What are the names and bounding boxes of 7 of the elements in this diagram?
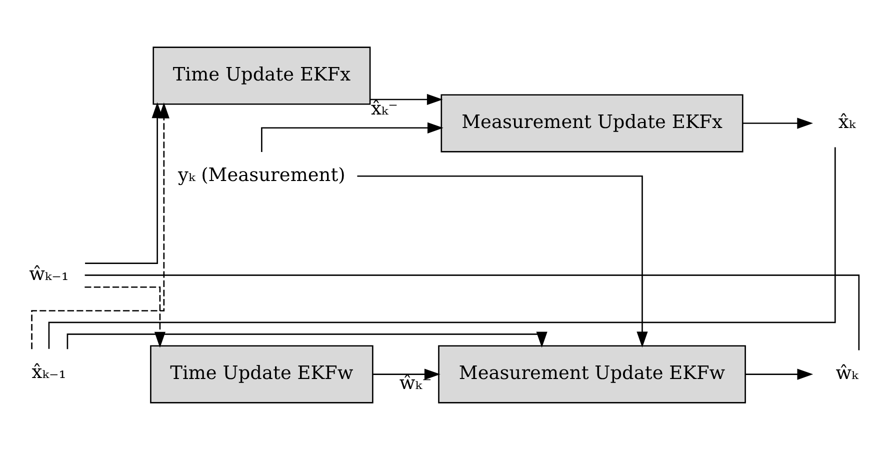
node-text: x̂ₖ (838, 112, 856, 134)
edge-label: x̂ₖ⁻ (370, 98, 398, 120)
node-text: x̂ₖ₋₁ (32, 362, 66, 383)
node-text: yₖ (Measurement) (178, 165, 346, 186)
edge-label: ŵₖ⁻ (399, 373, 432, 394)
node-text: ŵₖ₋₁ (29, 264, 69, 286)
node-text: ŵₖ (836, 363, 858, 384)
